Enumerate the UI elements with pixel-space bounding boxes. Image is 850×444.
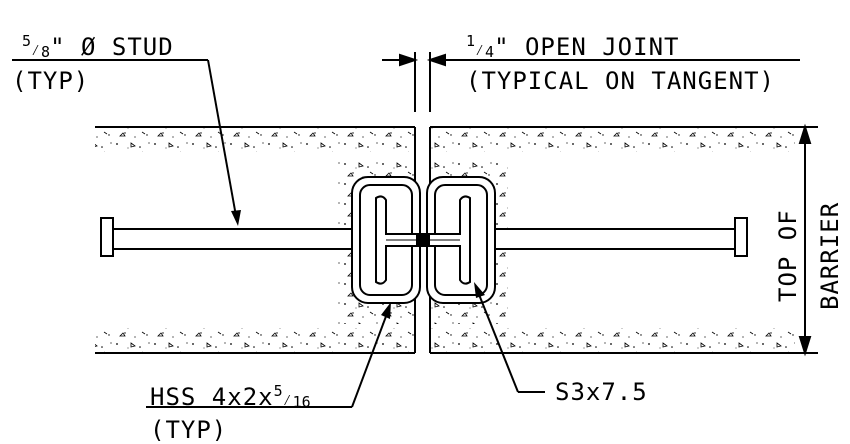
top-of-label: TOP OF (774, 209, 802, 302)
barrier-outline (95, 52, 818, 354)
open-joint-label: 1⁄4" OPEN JOINT (466, 32, 680, 61)
leaders (12, 59, 545, 408)
stud-typ-label: (TYP) (12, 67, 90, 95)
s-beam (375, 195, 471, 285)
joint-note-label: (TYPICAL ON TANGENT) (466, 67, 775, 95)
barrier-label: BARRIER (816, 201, 844, 310)
s-beam-label: S3x7.5 (555, 378, 648, 406)
stud-size-label: 5⁄8" Ø STUD (22, 32, 174, 61)
joint-dimension (382, 53, 800, 67)
hss-label: HSS 4x2x5⁄16 (150, 382, 311, 411)
hss-typ-label: (TYP) (150, 416, 228, 444)
barrier-height-dimension (798, 123, 812, 357)
